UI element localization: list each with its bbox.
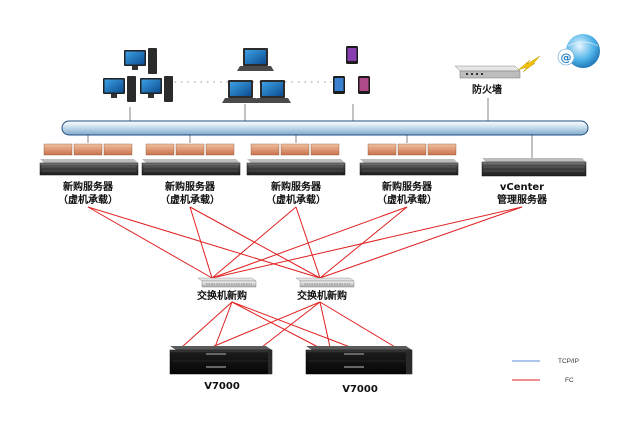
server-label-line2: （虚机承载） — [58, 193, 118, 206]
firewall-appliance-icon — [454, 65, 521, 79]
storage-label: V7000 — [342, 384, 378, 395]
legend-tcpip-label: TCP/IP — [558, 358, 579, 365]
tablet-icon — [333, 46, 370, 94]
vcenter-label-line1: vCenter — [500, 182, 544, 193]
server-rack — [141, 143, 241, 176]
storage-label: V7000 — [204, 381, 240, 392]
server-label-line2: （虚机承载） — [377, 193, 437, 206]
vm-cards — [367, 143, 457, 156]
globe-at-icon: @ — [557, 34, 600, 68]
vcenter-label-line2: 管理服务器 — [497, 193, 548, 206]
switch-label: 交换机新购 — [197, 289, 247, 302]
server-labels: 新购服务器 （虚机承载） 新购服务器 （虚机承载） 新购服务器 （虚机承载） 新… — [58, 180, 548, 206]
legend-fc-label: FC — [565, 377, 574, 384]
v7000-storage — [169, 346, 273, 375]
server-connectors — [87, 135, 533, 158]
server-label-line1: 新购服务器 — [63, 180, 114, 193]
vm-cards — [43, 143, 133, 156]
switch-label: 交换机新购 — [297, 289, 347, 302]
server-label-line2: （虚机承载） — [160, 193, 220, 206]
firewall-label: 防火墙 — [472, 83, 502, 96]
lightning-icon — [517, 55, 541, 73]
fc-switch — [197, 277, 257, 288]
fc-links — [87, 206, 523, 348]
server-label-line1: 新购服务器 — [271, 180, 322, 193]
server-rack — [246, 143, 346, 176]
endpoint-connectors — [129, 81, 489, 121]
svg-text:@: @ — [561, 51, 572, 64]
server-rack — [359, 143, 459, 176]
server-label-line1: 新购服务器 — [165, 180, 216, 193]
server-rack — [39, 143, 139, 176]
vcenter-server — [481, 158, 587, 177]
network-backbone — [61, 120, 589, 136]
v7000-storage — [305, 346, 413, 375]
fc-switch — [295, 277, 355, 288]
vm-cards — [250, 143, 340, 156]
server-label-line1: 新购服务器 — [382, 180, 433, 193]
vm-cards — [145, 143, 235, 156]
legend: TCP/IP FC — [512, 358, 579, 384]
server-label-line2: （虚机承载） — [266, 193, 326, 206]
laptop-icon — [222, 48, 291, 103]
desktop-pc-icon — [103, 48, 173, 102]
